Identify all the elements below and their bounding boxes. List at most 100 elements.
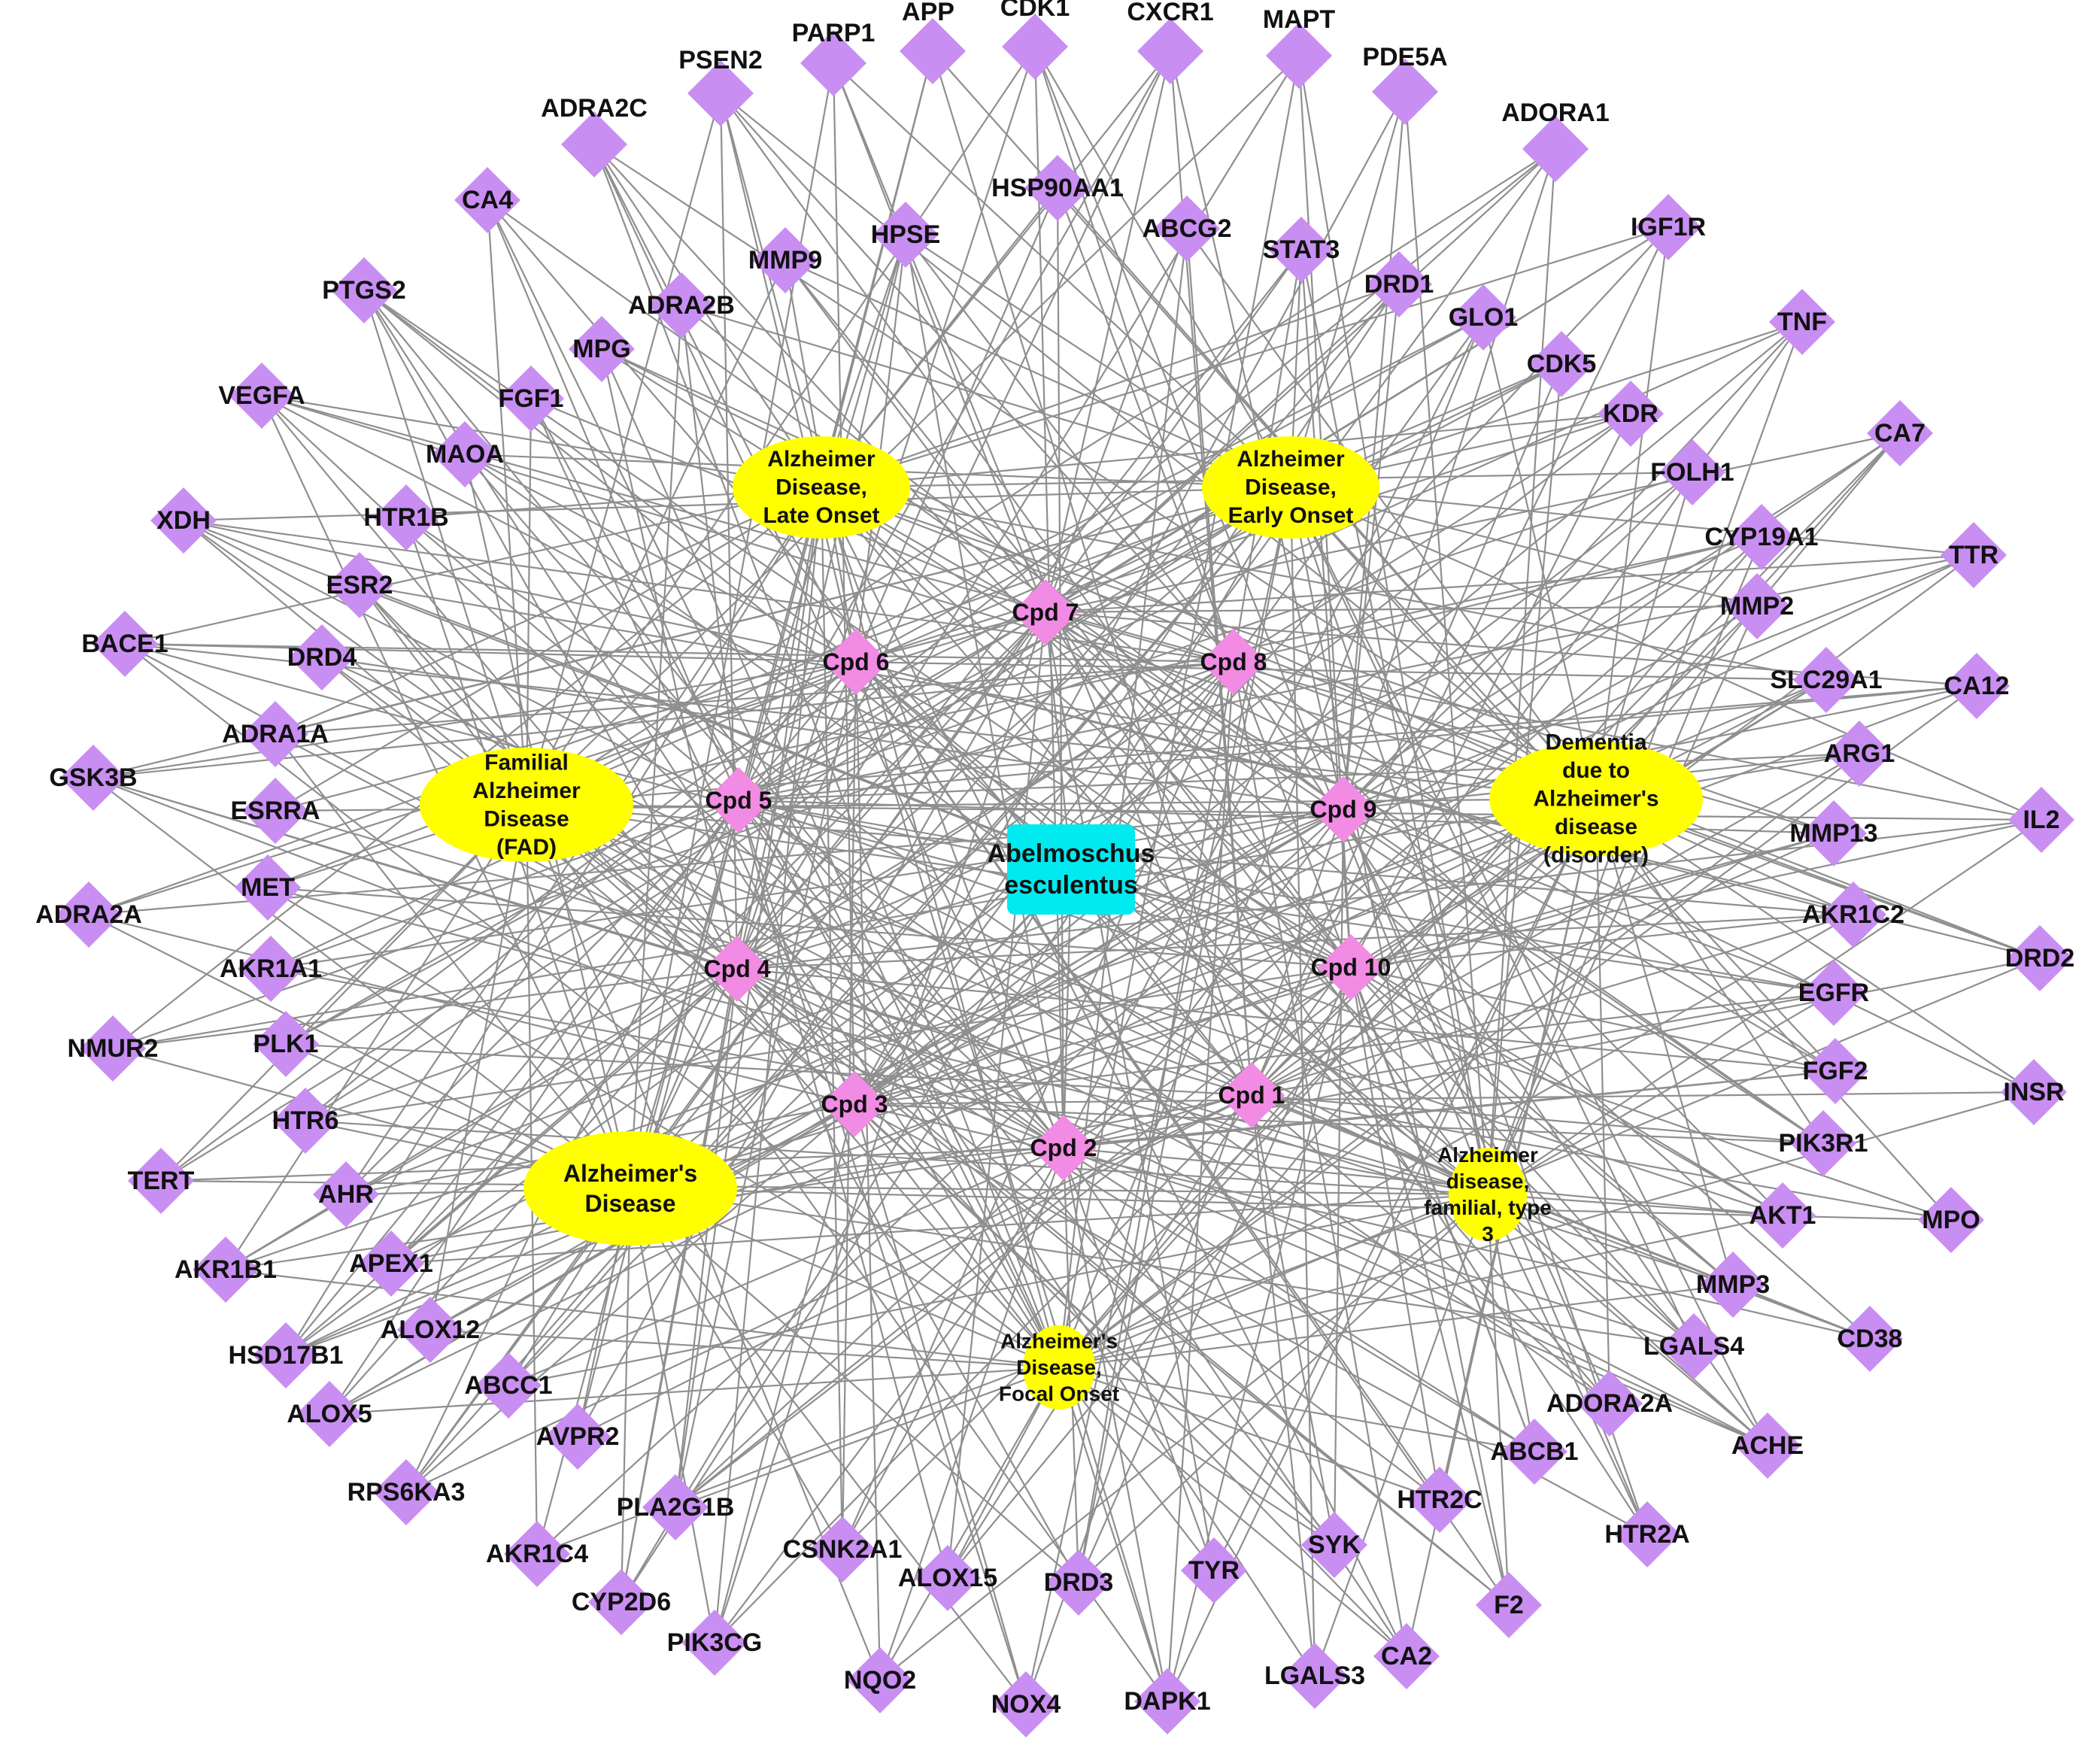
gene-diamond-egfr[interactable]	[1801, 960, 1867, 1026]
gene-node-esr2[interactable]: ESR2	[326, 552, 393, 618]
gene-diamond-htr2c[interactable]	[1407, 1467, 1473, 1533]
gene-node-alox5[interactable]: ALOX5	[287, 1381, 372, 1447]
gene-node-tyr[interactable]: TYR	[1181, 1537, 1247, 1604]
gene-node-akr1a1[interactable]: AKR1A1	[220, 936, 322, 1002]
gene-diamond-arg1[interactable]	[1826, 721, 1892, 787]
gene-diamond-akr1c2[interactable]	[1820, 882, 1886, 948]
gene-node-plk1[interactable]: PLK1	[253, 1011, 319, 1077]
gene-node-adra2b[interactable]: ADRA2B	[628, 272, 735, 338]
compound-node-c8[interactable]: Cpd 8	[1200, 629, 1267, 695]
compound-node-c2[interactable]: Cpd 2	[1030, 1115, 1097, 1181]
gene-node-akt1[interactable]: AKT1	[1749, 1182, 1816, 1249]
gene-node-adra2a[interactable]: ADRA2A	[35, 882, 142, 948]
gene-diamond-cdk5[interactable]	[1528, 331, 1595, 397]
gene-node-gsk3b[interactable]: GSK3B	[49, 745, 138, 811]
gene-node-psen2[interactable]: PSEN2	[678, 46, 763, 126]
gene-node-syk[interactable]: SYK	[1301, 1512, 1367, 1578]
gene-diamond-fgf1[interactable]	[498, 366, 564, 432]
gene-node-nqo2[interactable]: NQO2	[844, 1647, 916, 1713]
gene-diamond-igf1r[interactable]	[1635, 194, 1701, 260]
compound-node-c7[interactable]: Cpd 7	[1012, 579, 1079, 645]
plant-rect[interactable]	[1007, 824, 1135, 915]
gene-node-folh1[interactable]: FOLH1	[1650, 439, 1734, 505]
compound-diamond-c2[interactable]	[1030, 1115, 1097, 1181]
gene-diamond-maoa[interactable]	[432, 421, 498, 487]
compound-node-c3[interactable]: Cpd 3	[821, 1071, 888, 1137]
disease-ellipse-focal[interactable]	[1023, 1325, 1095, 1410]
gene-node-abcb1[interactable]: ABCB1	[1490, 1419, 1579, 1485]
gene-node-drd2[interactable]: DRD2	[2005, 925, 2075, 991]
gene-diamond-mpo[interactable]	[1918, 1187, 1984, 1253]
compound-diamond-c3[interactable]	[821, 1071, 888, 1137]
gene-node-adora1[interactable]: ADORA1	[1501, 99, 1610, 182]
gene-diamond-drd2[interactable]	[2007, 925, 2073, 991]
gene-diamond-plk1[interactable]	[253, 1011, 319, 1077]
gene-diamond-alox15[interactable]	[915, 1545, 981, 1611]
gene-diamond-tyr[interactable]	[1181, 1537, 1247, 1604]
disease-ellipse-ad[interactable]	[523, 1131, 737, 1246]
gene-node-fgf2[interactable]: FGF2	[1802, 1038, 1868, 1104]
gene-node-cyp19a1[interactable]: CYP19A1	[1704, 504, 1819, 570]
gene-diamond-drd1[interactable]	[1366, 251, 1432, 317]
gene-diamond-htr6[interactable]	[272, 1088, 338, 1154]
gene-node-drd1[interactable]: DRD1	[1364, 251, 1434, 317]
gene-node-cdk5[interactable]: CDK5	[1527, 331, 1597, 397]
gene-node-app[interactable]: APP	[900, 0, 966, 84]
gene-node-mpg[interactable]: MPG	[569, 316, 635, 382]
gene-node-bace1[interactable]: BACE1	[81, 611, 168, 677]
compound-diamond-c4[interactable]	[704, 936, 770, 1002]
gene-node-esrra[interactable]: ESRRA	[230, 778, 320, 844]
gene-node-met[interactable]: MET	[235, 854, 301, 921]
gene-diamond-mmp3[interactable]	[1700, 1252, 1766, 1318]
gene-diamond-gsk3b[interactable]	[60, 745, 126, 811]
gene-diamond-htr2a[interactable]	[1614, 1501, 1680, 1567]
compound-node-c5[interactable]: Cpd 5	[706, 767, 772, 833]
gene-node-nmur2[interactable]: NMUR2	[68, 1015, 159, 1082]
gene-node-cyp2d6[interactable]: CYP2D6	[572, 1569, 671, 1635]
gene-diamond-cxcr1[interactable]	[1137, 18, 1203, 84]
gene-diamond-esr2[interactable]	[326, 552, 393, 618]
gene-node-mmp9[interactable]: MMP9	[748, 227, 822, 293]
gene-diamond-adra2c[interactable]	[561, 111, 627, 178]
gene-node-il2[interactable]: IL2	[2008, 787, 2074, 853]
gene-diamond-ache[interactable]	[1734, 1413, 1801, 1479]
gene-diamond-rps6ka3[interactable]	[373, 1459, 439, 1525]
gene-diamond-alox12[interactable]	[397, 1297, 463, 1363]
gene-node-tert[interactable]: TERT	[128, 1148, 195, 1214]
gene-node-avpr2[interactable]: AVPR2	[536, 1404, 620, 1470]
gene-diamond-xdh[interactable]	[150, 487, 217, 554]
gene-node-dapk1[interactable]: DAPK1	[1124, 1668, 1211, 1734]
gene-node-ca7[interactable]: CA7	[1867, 400, 1933, 466]
compound-node-c10[interactable]: Cpd 10	[1311, 934, 1391, 1000]
gene-diamond-apex1[interactable]	[358, 1231, 424, 1297]
gene-diamond-tert[interactable]	[128, 1148, 194, 1214]
gene-node-lgals3[interactable]: LGALS3	[1264, 1643, 1365, 1709]
gene-node-ahr[interactable]: AHR	[313, 1161, 379, 1227]
gene-diamond-parp1[interactable]	[800, 30, 866, 96]
gene-diamond-akr1c4[interactable]	[504, 1521, 570, 1587]
gene-node-tnf[interactable]: TNF	[1769, 289, 1835, 355]
gene-node-htr2c[interactable]: HTR2C	[1397, 1467, 1482, 1533]
gene-diamond-mmp9[interactable]	[752, 227, 818, 293]
compound-node-c6[interactable]: Cpd 6	[823, 629, 890, 695]
gene-node-cd38[interactable]: CD38	[1837, 1306, 1903, 1372]
gene-node-ptgs2[interactable]: PTGS2	[322, 257, 406, 323]
gene-diamond-htr1b[interactable]	[373, 484, 439, 551]
gene-node-drd3[interactable]: DRD3	[1044, 1549, 1114, 1616]
gene-node-csnk2a1[interactable]: CSNK2A1	[783, 1516, 903, 1583]
disease-ellipse-late[interactable]	[733, 436, 910, 539]
gene-diamond-drd3[interactable]	[1045, 1549, 1112, 1616]
gene-node-adra2c[interactable]: ADRA2C	[541, 94, 648, 178]
gene-diamond-hsd17b1[interactable]	[253, 1322, 319, 1388]
gene-node-htr2a[interactable]: HTR2A	[1604, 1501, 1690, 1567]
gene-node-hsd17b1[interactable]: HSD17B1	[228, 1322, 344, 1388]
gene-diamond-cyp2d6[interactable]	[588, 1569, 654, 1635]
gene-node-rps6ka3[interactable]: RPS6KA3	[347, 1459, 466, 1525]
gene-diamond-glo1[interactable]	[1450, 284, 1516, 350]
gene-diamond-adra1a[interactable]	[242, 701, 308, 767]
gene-diamond-drd4[interactable]	[289, 624, 355, 690]
disease-ellipse-fam3[interactable]	[1449, 1148, 1527, 1241]
gene-diamond-abcc1[interactable]	[475, 1352, 542, 1419]
